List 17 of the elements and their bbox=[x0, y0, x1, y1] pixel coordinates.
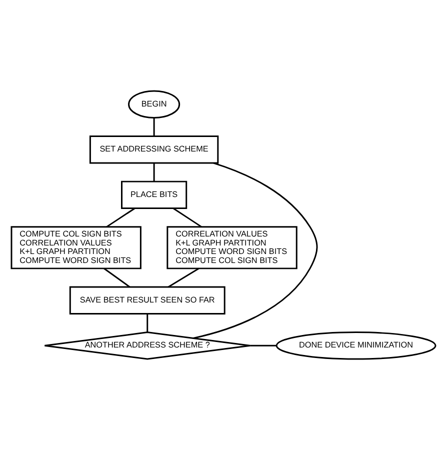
connector bbox=[193, 162, 318, 338]
connector bbox=[250, 344, 276, 346]
node-box: SAVE BEST RESULT SEEN SO FAR bbox=[69, 286, 226, 314]
connector bbox=[104, 267, 130, 288]
connector bbox=[153, 117, 155, 136]
node-ellipse: BEGIN bbox=[128, 90, 180, 118]
node-box: COMPUTE COL SIGN BITS CORRELATION VALUES K+L GRAPH PARTITION COMPUTE WORD SIGN BITS bbox=[10, 226, 142, 269]
node-diamond: ANOTHER ADDRESS SCHEME ? bbox=[44, 331, 251, 360]
connector bbox=[153, 162, 155, 181]
connector bbox=[172, 207, 202, 227]
node-box: SET ADDRESSING SCHEME bbox=[89, 135, 219, 164]
connector bbox=[168, 267, 200, 288]
node-box: CORRELATION VALUES K+L GRAPH PARTITION COMPUTE WORD SIGN BITS COMPUTE COL SIGN BITS bbox=[166, 226, 298, 269]
node-box: PLACE BITS bbox=[121, 180, 188, 209]
connector bbox=[106, 207, 136, 227]
node-ellipse: DONE DEVICE MINIMIZATION bbox=[276, 331, 436, 360]
connector bbox=[146, 313, 148, 332]
